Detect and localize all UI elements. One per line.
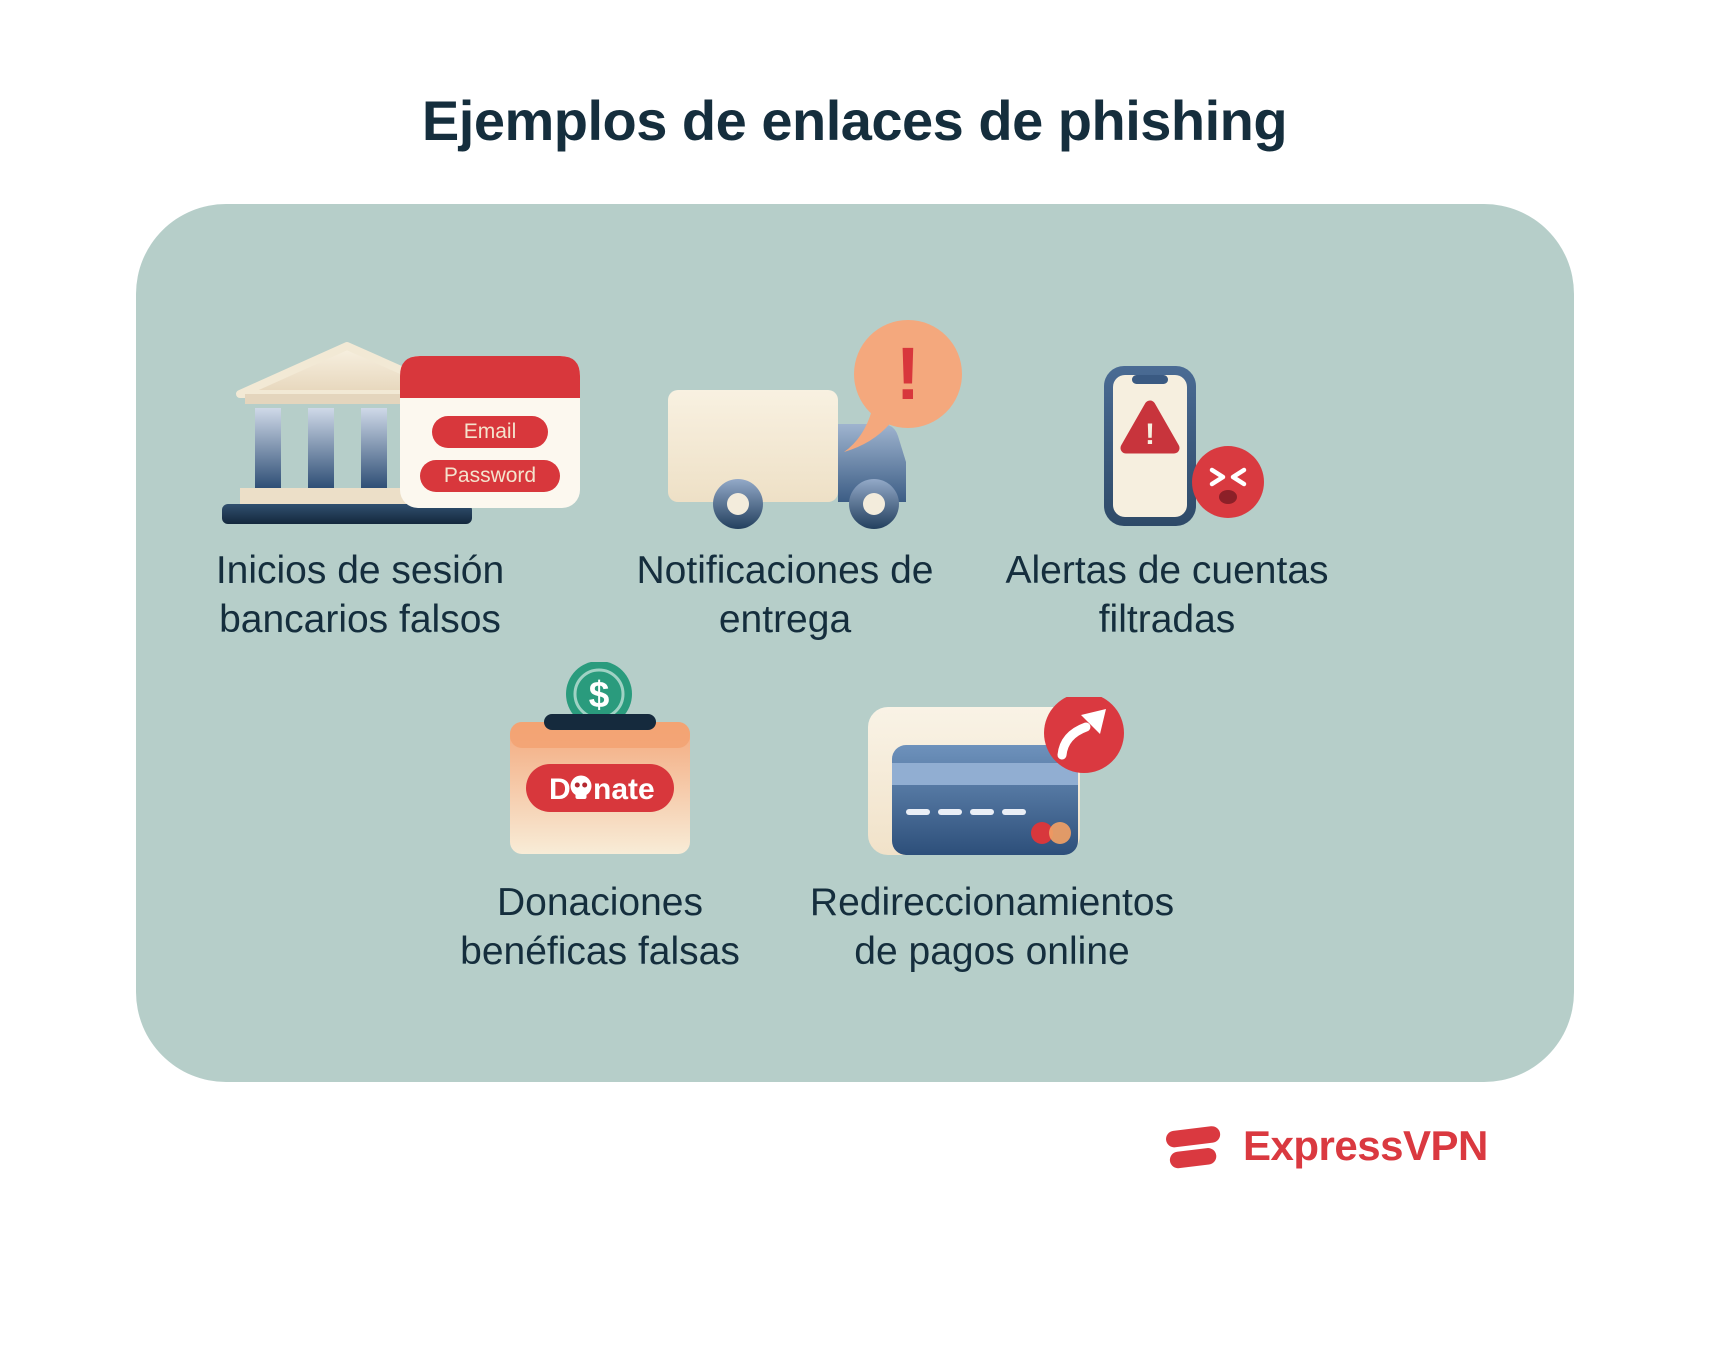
caption-line: entrega [718, 598, 852, 642]
donate-label-suffix: nate [593, 773, 655, 806]
bank-login-icon: Email Password [222, 342, 580, 524]
password-field-label: Password [444, 464, 536, 487]
caption-leaked-account-alerts: Alertas de cuentas filtradas [927, 546, 1407, 644]
warning-exclamation: ! [1145, 418, 1155, 451]
worried-face-icon [1192, 446, 1264, 518]
skull-icon [570, 775, 592, 799]
card-logo-dot [1031, 822, 1053, 844]
donation-box: $ D nate [510, 662, 690, 854]
card-number-dashes [906, 809, 1026, 815]
caption-fake-bank-logins: Inicios de sesión bancarios falsos [120, 546, 600, 644]
password-field [420, 460, 560, 492]
caption-line: Redireccionamientos [809, 881, 1175, 924]
caption-line: Donaciones [497, 881, 703, 924]
caption-line: Alertas de cuentas [1005, 549, 1329, 592]
exclamation-mark: ! [896, 332, 921, 415]
fake-login-form: Email Password [400, 356, 580, 508]
phone-alert-icon: ! [1104, 366, 1264, 526]
caption-line: bancarios falsos [219, 598, 501, 642]
donate-label-prefix: D [549, 773, 571, 806]
caption-line: Inicios de sesión [215, 549, 505, 592]
phone: ! [1104, 366, 1196, 526]
delivery-truck-icon: ! [668, 320, 962, 529]
expressvpn-wordmark: ExpressVPN [1243, 1122, 1488, 1169]
truck-box [668, 390, 838, 502]
caption-line: benéficas falsas [460, 930, 740, 974]
credit-card [892, 745, 1078, 855]
email-field-label: Email [464, 420, 517, 443]
coin-slot [544, 714, 656, 730]
warning-triangle-icon [1120, 400, 1180, 454]
phone-notch [1132, 375, 1168, 384]
dollar-coin-icon: $ [566, 662, 632, 727]
expressvpn-logo: ExpressVPN [1160, 1120, 1488, 1172]
card-stripe [892, 763, 1078, 785]
caption-line: Notificaciones de [636, 549, 934, 592]
donation-box-icon: $ D nate [510, 662, 690, 854]
caption-fake-charity-donations: Donaciones benéficas falsas [360, 878, 840, 976]
content-panel [136, 204, 1574, 1082]
expressvpn-logo-icon [1166, 1126, 1221, 1169]
donate-button: D nate [526, 764, 674, 812]
alert-bubble: ! [844, 320, 962, 452]
payment-redirect-icon [868, 697, 1124, 855]
dollar-symbol: $ [589, 674, 610, 715]
caption-online-payment-redirects: Redireccionamientos de pagos online [752, 878, 1232, 976]
email-field [432, 416, 548, 448]
redirect-badge [1044, 697, 1124, 773]
redirect-arrow-icon [1057, 722, 1091, 760]
card-logo-dot [1049, 822, 1071, 844]
caption-line: filtradas [1098, 598, 1236, 642]
caption-delivery-notifications: Notificaciones de entrega [545, 546, 1025, 644]
caption-line: de pagos online [854, 930, 1130, 974]
page-title: Ejemplos de enlaces de phishing [421, 89, 1288, 152]
